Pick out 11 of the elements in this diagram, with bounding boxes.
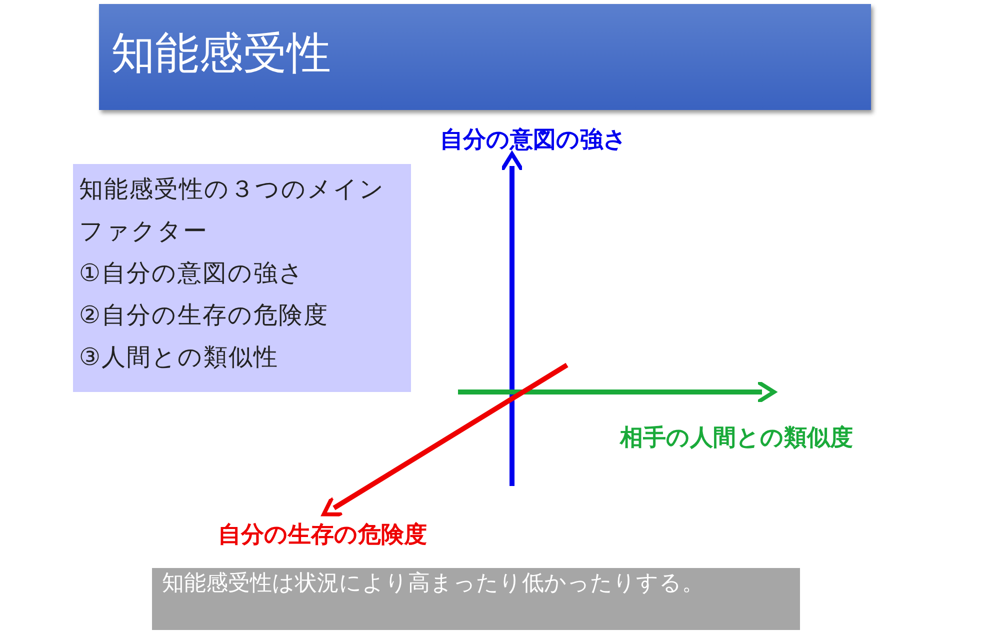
title-bar: 知能感受性 — [99, 4, 871, 110]
list-item: ③人間との類似性 — [79, 342, 280, 373]
list-item: ①自分の意図の強さ — [79, 258, 306, 289]
note-box — [152, 568, 800, 630]
note-text: 知能感受性は状況により高まったり低かったりする。 — [162, 570, 705, 598]
factor-panel — [73, 164, 411, 392]
panel-heading: 知能感受性の３つのメインファクター — [79, 174, 386, 247]
axis-label: 自分の生存の危険度 — [218, 521, 427, 550]
list-item: ②自分の生存の危険度 — [79, 300, 330, 331]
axis-label: 相手の人間との類似度 — [620, 424, 853, 453]
axis-label: 自分の意図の強さ — [440, 126, 627, 155]
